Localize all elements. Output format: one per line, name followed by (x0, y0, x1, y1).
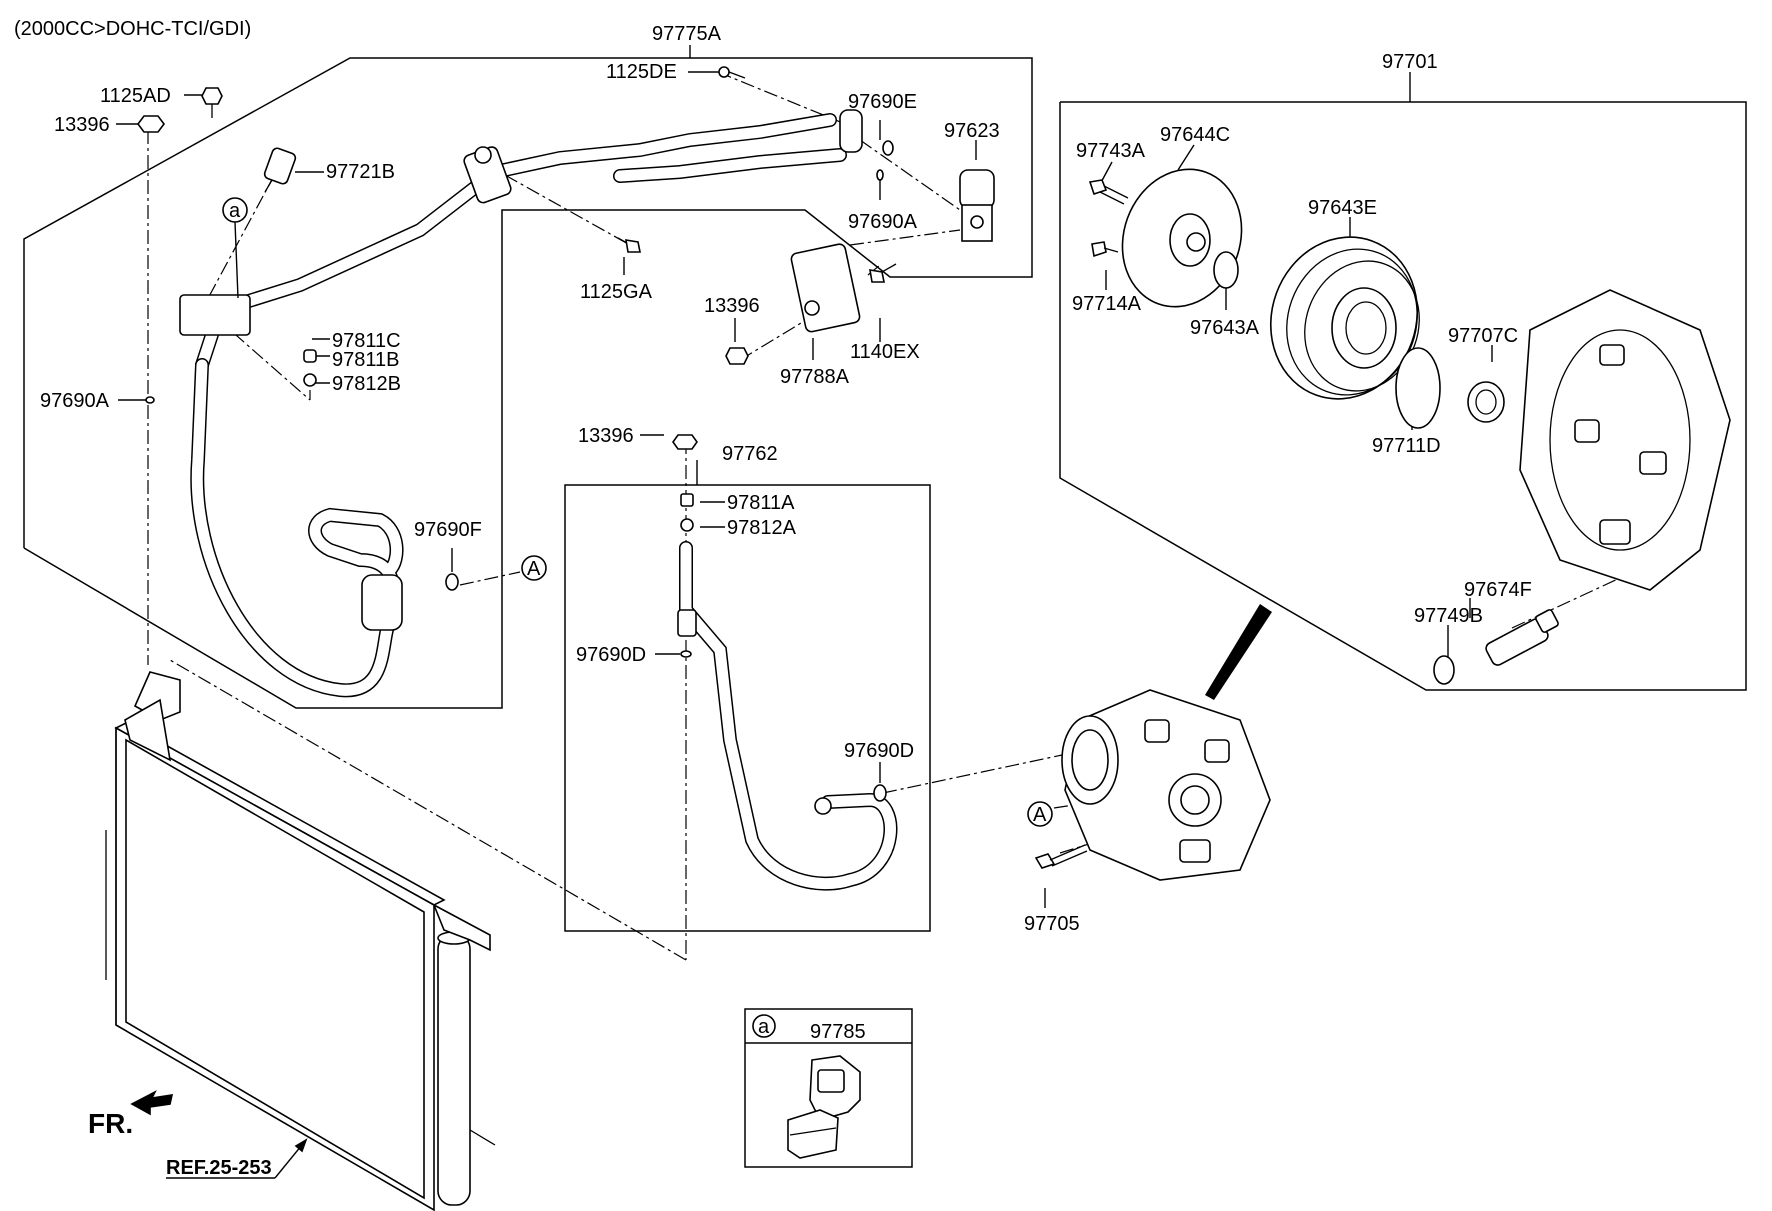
bolt-97743A (1088, 179, 1129, 205)
compressor-assembly-97701 (1061, 604, 1272, 881)
coil-97707C (1467, 381, 1505, 423)
label-97690F: 97690F (414, 519, 482, 541)
detail-a-callout: a (752, 1014, 776, 1038)
bolt-97714A (1091, 241, 1119, 258)
label-1140EX: 1140EX (850, 341, 920, 363)
label-97711D: 97711D (1372, 435, 1441, 457)
o-ring-97690E (882, 140, 894, 156)
o-ring-97749B (1433, 655, 1455, 685)
label-97762: 97762 (722, 443, 778, 465)
label-97701: 97701 (1382, 51, 1438, 73)
bolt-1125DE (718, 66, 746, 79)
svg-text:a: a (758, 1016, 770, 1038)
label-13396-top: 13396 (54, 114, 110, 136)
bolt-97705 (1034, 844, 1088, 869)
label-97643A: 97643A (1190, 317, 1260, 339)
label-97721B: 97721B (326, 161, 395, 183)
o-ring-97690A-left (145, 396, 155, 404)
expansion-valve-97623 (959, 169, 995, 242)
svg-text:A: A (1033, 804, 1047, 826)
label-13396-mid: 13396 (704, 295, 760, 317)
snap-ring-97711D (1395, 347, 1441, 429)
part-labels: 97775A 1125DE 1125AD 13396 97721B 97690E… (40, 23, 1532, 1043)
svg-text:FR.: FR. (88, 1108, 133, 1139)
label-97775A: 97775A (652, 23, 722, 45)
o-ring-97690A-top (876, 169, 884, 181)
clutch-plate-97644C (1121, 168, 1243, 308)
snap-ring-97643A (1213, 251, 1239, 289)
detail-a-box (744, 1008, 913, 1168)
callout-A-lower: A (1027, 801, 1053, 827)
hose-group-97775A-outline (23, 57, 1033, 709)
exploded-view-pointer (1205, 604, 1272, 700)
front-direction-indicator: FR. (88, 1090, 174, 1139)
label-97788A: 97788A (780, 366, 850, 388)
bolt-1140EX (869, 263, 897, 283)
nut-13396-top (137, 115, 165, 133)
relief-valve-97674F (1485, 609, 1559, 666)
label-1125AD: 1125AD (100, 85, 171, 107)
nut-13396-mid (725, 347, 749, 365)
bolt-1125AD (201, 87, 223, 118)
label-97690E: 97690E (848, 91, 917, 113)
label-97743A: 97743A (1076, 140, 1146, 162)
label-97707C: 97707C (1448, 325, 1518, 347)
label-97623: 97623 (944, 120, 1000, 142)
hose-group-97762-outline (564, 484, 931, 932)
label-97690A-top: 97690A (848, 211, 918, 233)
block-97788A (790, 243, 861, 333)
pulley-97643E (1269, 236, 1420, 400)
svg-text:REF.25-253: REF.25-253 (166, 1157, 272, 1179)
label-1125DE: 1125DE (606, 61, 677, 83)
svg-text:a: a (229, 200, 241, 222)
seals-97811-97812B (303, 349, 317, 387)
compressor-body-exploded (1519, 289, 1731, 591)
callout-a-main: a (222, 197, 248, 299)
compressor-group-97701-outline (1059, 101, 1747, 691)
engine-note: (2000CC>DOHC-TCI/GDI) (14, 18, 251, 40)
suction-hose-assembly (179, 109, 863, 698)
bolt-1125GA (617, 237, 641, 253)
condenser-radiator (105, 671, 496, 1211)
label-97811A: 97811A (727, 492, 795, 514)
bracket-97785 (787, 1055, 861, 1159)
label-97811B: 97811B (332, 349, 399, 371)
label-97785: 97785 (810, 1021, 866, 1043)
label-97643E: 97643E (1308, 197, 1377, 219)
pressure-switch-97721B (263, 147, 297, 193)
label-97714A: 97714A (1072, 293, 1142, 315)
reference-25-253: REF.25-253 (166, 1138, 308, 1179)
callout-A-upper: A (521, 555, 547, 581)
o-ring-97690F (445, 573, 459, 591)
label-97644C: 97644C (1160, 124, 1230, 146)
label-97705: 97705 (1024, 913, 1080, 935)
label-97690D-right: 97690D (844, 740, 914, 762)
svg-text:A: A (527, 558, 541, 580)
label-97690A-left: 97690A (40, 390, 110, 412)
label-13396-lower: 13396 (578, 425, 634, 447)
label-97674F: 97674F (1464, 579, 1532, 601)
label-97811C: 97811C (332, 330, 401, 352)
label-97690D-left: 97690D (576, 644, 646, 666)
label-1125GA: 1125GA (580, 281, 653, 303)
label-97749B: 97749B (1414, 605, 1483, 627)
discharge-hose-97762 (672, 434, 898, 891)
label-97812A: 97812A (727, 517, 797, 539)
label-97812B: 97812B (332, 373, 401, 395)
leader-lines (116, 45, 1493, 908)
